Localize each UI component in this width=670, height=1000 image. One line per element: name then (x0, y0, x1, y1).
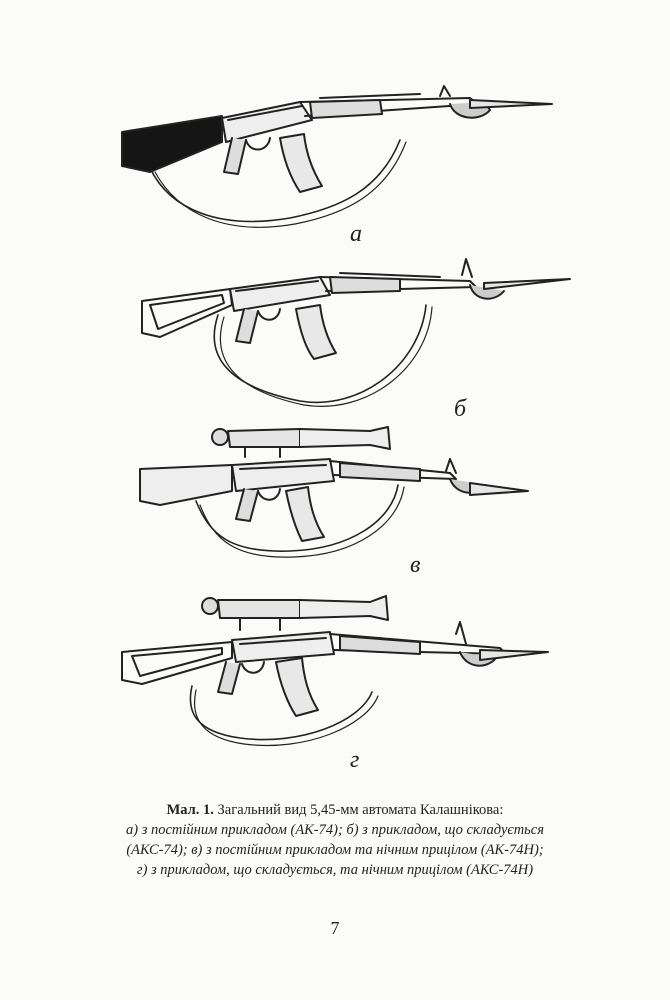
rifle-aks74n-drawing (121, 595, 549, 746)
page-number: 7 (330, 918, 340, 938)
figure-b-letter: б (454, 396, 467, 422)
caption-label: Мал. 1. (166, 802, 214, 818)
figure-c: в (0, 425, 670, 585)
caption-title-line: Мал. 1. Загальний вид 5,45-мм автомата К… (60, 800, 610, 820)
figure-c-letter: в (410, 552, 421, 578)
rifle-ak74-drawing (121, 85, 553, 228)
figure-d-letter: г (350, 747, 360, 773)
caption-line: г) з прикладом, що складується, та нічни… (136, 862, 534, 878)
figure-caption: Мал. 1. Загальний вид 5,45-мм автомата К… (60, 800, 610, 880)
figure-a: а (0, 80, 670, 250)
caption-title: Загальний вид 5,45-мм автомата Калашніко… (213, 802, 504, 818)
caption-line: (АКС-74); в) з постійним прикладом та ні… (126, 842, 544, 858)
rifle-ak74n-drawing (139, 426, 529, 558)
rifle-aks74-drawing (141, 258, 571, 407)
figure-d: г (0, 592, 670, 782)
figure-b: б (0, 255, 670, 425)
caption-line: а) з постійним прикладом (АК-74); б) з п… (126, 822, 544, 838)
figure-a-letter: а (350, 221, 362, 247)
